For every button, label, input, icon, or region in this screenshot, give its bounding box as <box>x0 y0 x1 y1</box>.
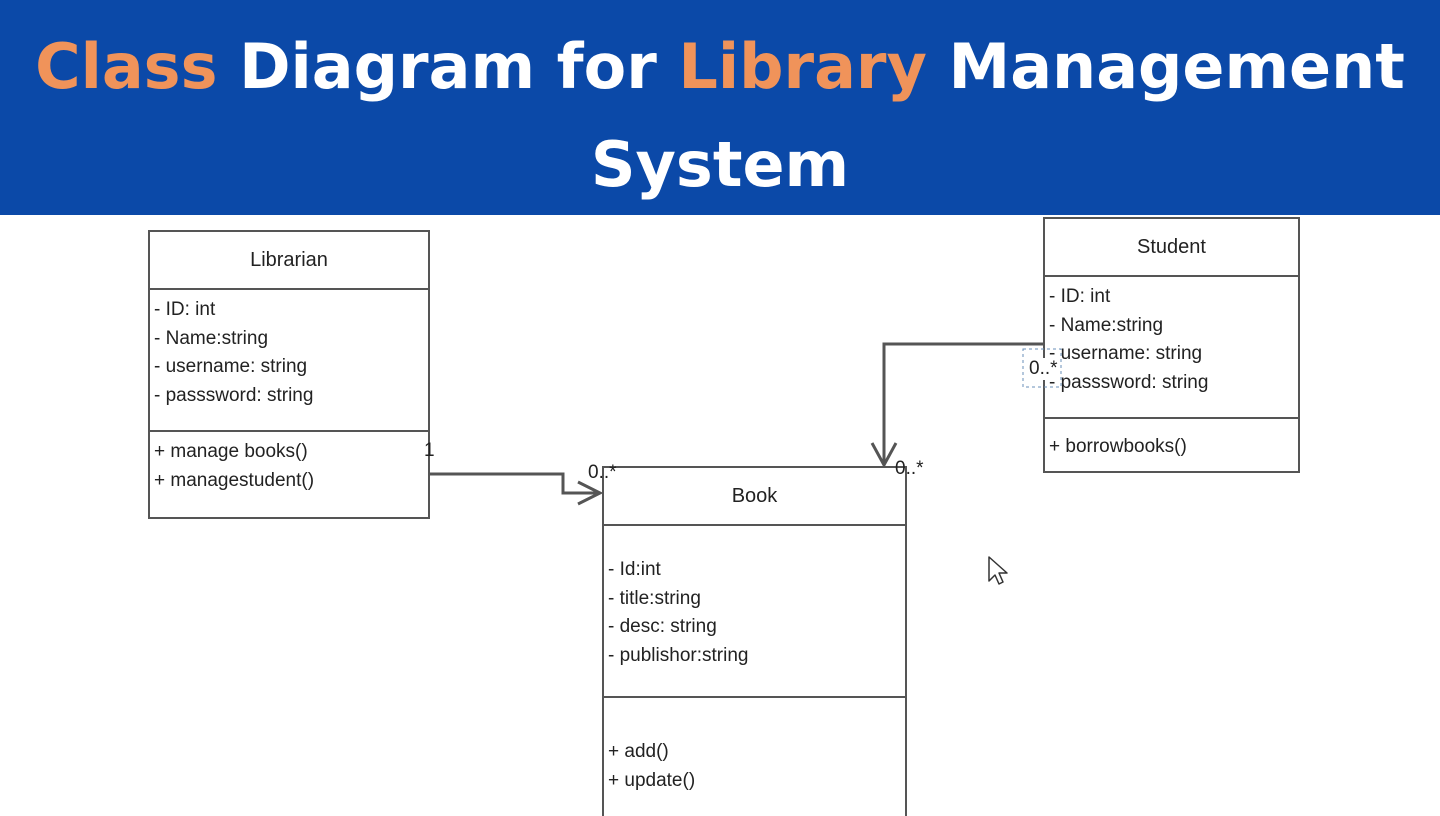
class-attributes: - ID: int - Name:string - username: stri… <box>150 290 428 432</box>
attribute: - username: string <box>154 356 308 377</box>
attribute: - Name:string <box>154 327 269 349</box>
multiplicity-book-from-librarian: 0..* <box>588 462 617 483</box>
attribute: - Name:string <box>1049 314 1164 336</box>
attribute: - publishor:string <box>608 644 749 666</box>
multiplicity-book-from-student: 0..* <box>895 458 924 479</box>
operation: + borrowbooks() <box>1049 436 1187 457</box>
association-librarian-book <box>430 472 604 506</box>
attribute: - ID: int <box>1049 286 1111 307</box>
title-word-library: Library <box>678 30 927 103</box>
association-student-book <box>870 342 1043 469</box>
class-attributes: - ID: int - Name:string - username: stri… <box>1045 277 1298 419</box>
mouse-pointer-icon <box>988 556 1008 585</box>
class-attributes: - Id:int - title:string - desc: string -… <box>604 526 905 698</box>
attribute: - username: string <box>1049 343 1203 364</box>
title-banner: Class Diagram for Library Management Sys… <box>0 0 1440 215</box>
title-word-system: System <box>590 128 850 201</box>
class-operations: + add() + update() <box>604 698 905 795</box>
title-word-diagram-for: Diagram for <box>239 30 657 103</box>
title-word-class: Class <box>35 30 218 103</box>
page-title: Class Diagram for Library Management Sys… <box>0 18 1440 214</box>
class-student[interactable]: Student - ID: int - Name:string - userna… <box>1043 217 1300 473</box>
operation: + add() <box>608 741 669 762</box>
title-word-management: Management <box>948 30 1405 103</box>
class-operations: + manage books() + managestudent() <box>150 432 428 495</box>
attribute: - ID: int <box>154 299 216 320</box>
operation: + manage books() <box>154 441 308 462</box>
multiplicity-librarian-source: 1 <box>424 440 435 461</box>
class-name: Student <box>1045 219 1298 277</box>
operation: + managestudent() <box>154 469 315 491</box>
class-librarian[interactable]: Librarian - ID: int - Name:string - user… <box>148 230 430 519</box>
class-name: Book <box>604 468 905 526</box>
attribute: - passsword: string <box>154 384 314 406</box>
class-operations: + borrowbooks() <box>1045 419 1298 462</box>
class-name: Librarian <box>150 232 428 290</box>
selection-box <box>1022 348 1062 388</box>
multiplicity-student-source: 0..* <box>1029 358 1058 380</box>
class-book[interactable]: Book - Id:int - title:string - desc: str… <box>602 466 907 816</box>
operation: + update() <box>608 769 696 791</box>
attribute: - passsword: string <box>1049 371 1209 393</box>
attribute: - title:string <box>608 587 701 609</box>
attribute: - Id:int <box>608 559 661 580</box>
attribute: - desc: string <box>608 616 717 637</box>
